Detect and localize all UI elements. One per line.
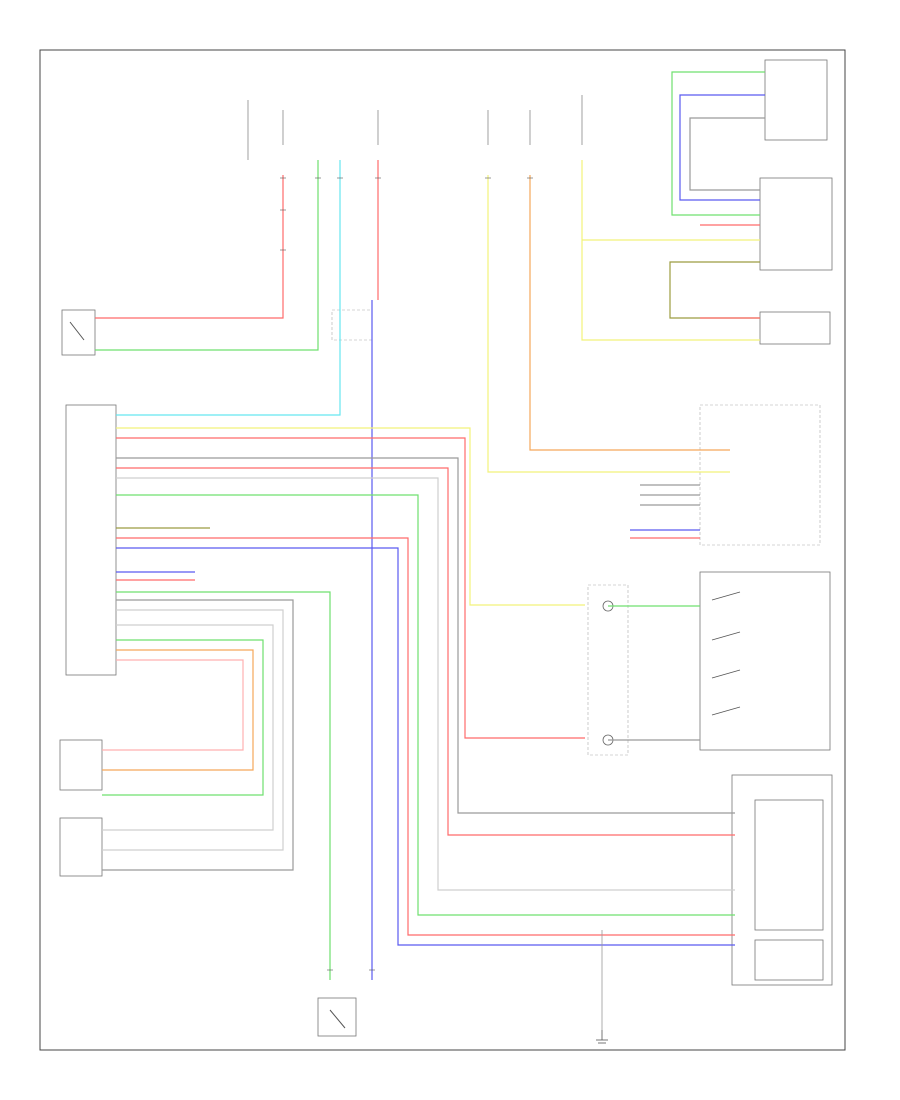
lower-right-connector-box bbox=[759, 311, 831, 345]
wire-green-cu-long bbox=[116, 591, 331, 980]
switch-contacts bbox=[711, 591, 741, 716]
wire-red-cu-2 bbox=[116, 467, 735, 836]
top-right-sensor-box bbox=[764, 59, 828, 141]
bottom-right-module bbox=[731, 774, 833, 986]
wire-yellow-right bbox=[487, 175, 730, 473]
right-switch-module bbox=[699, 571, 831, 751]
middle-dashed-block bbox=[587, 584, 629, 756]
wire-cyan bbox=[116, 160, 341, 416]
wire-olive-right-block bbox=[669, 261, 760, 319]
wire-orange-loop bbox=[102, 649, 254, 771]
bottom-right-inner-bottom bbox=[754, 939, 824, 981]
fuse-area-left bbox=[247, 95, 583, 160]
ground-symbol bbox=[596, 1030, 608, 1044]
right-connector-block bbox=[759, 177, 833, 271]
wire-blue-cu bbox=[116, 547, 735, 946]
wire-orange bbox=[529, 175, 730, 451]
wire-pink-loop bbox=[102, 659, 244, 751]
left-sensor-box-2 bbox=[59, 817, 103, 877]
wire-gray-cu-2 bbox=[116, 477, 735, 891]
wire-green-cu bbox=[116, 494, 735, 916]
wire-green-loop bbox=[102, 639, 264, 796]
wire-gray-loop-3 bbox=[102, 624, 274, 831]
connector-ticks bbox=[280, 177, 533, 971]
wire-red-cu-3 bbox=[116, 537, 735, 936]
wire-gray-loop-1 bbox=[102, 599, 294, 871]
wire-yellow-upper bbox=[581, 160, 760, 341]
wire-green-left-switch bbox=[95, 160, 319, 351]
wire-gray-loop-2 bbox=[102, 609, 284, 851]
wire-green-top-right bbox=[671, 71, 765, 216]
diagram-frame bbox=[39, 49, 846, 1051]
center-junction-box bbox=[331, 309, 373, 341]
wire-blue-top-right bbox=[679, 94, 765, 201]
bottom-switch-box bbox=[317, 997, 357, 1037]
control-unit-box bbox=[65, 404, 117, 676]
left-sensor-box-1 bbox=[59, 739, 103, 791]
bottom-right-inner-top bbox=[754, 799, 824, 931]
wire-red-cu-1 bbox=[116, 437, 585, 739]
left-switch-box bbox=[61, 309, 96, 356]
wire-yellow-cu bbox=[116, 427, 585, 606]
wire-gray-cu-1 bbox=[116, 457, 735, 814]
right-middle-module bbox=[699, 404, 821, 546]
wire-gray-top-right bbox=[689, 117, 765, 191]
wire-red-left-switch bbox=[95, 175, 284, 319]
